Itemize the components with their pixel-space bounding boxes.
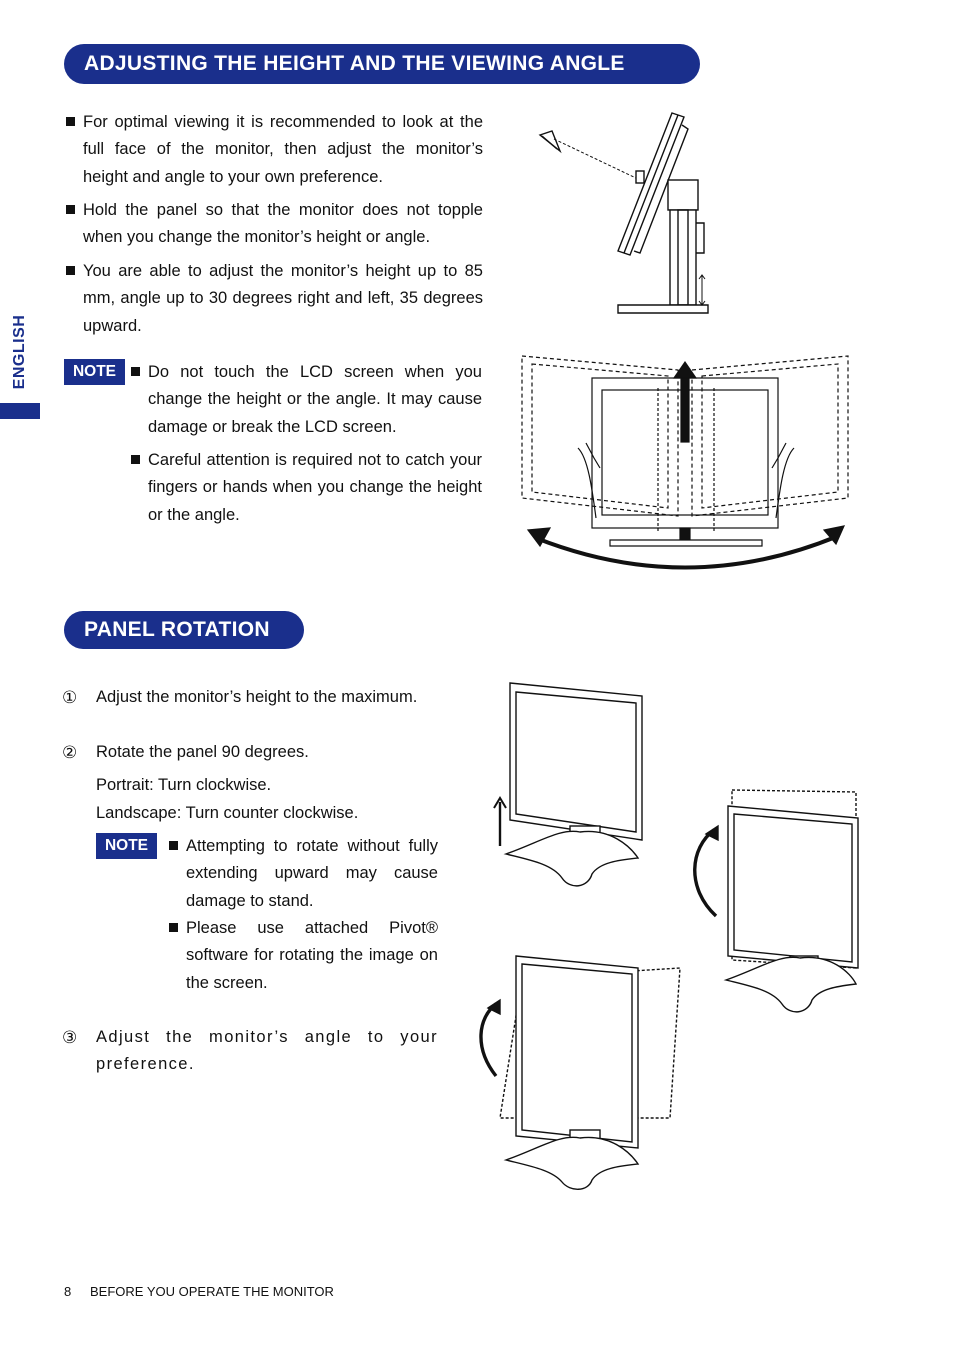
- note-badge-rotation: NOTE: [96, 833, 157, 859]
- language-tab-marker: [0, 403, 40, 419]
- bullet-adjust-range: You are able to adjust the monitor’s hei…: [66, 258, 483, 340]
- bullet-hold-panel: Hold the panel so that the monitor does …: [66, 197, 483, 252]
- section-title-panel-rotation: PANEL ROTATION: [64, 611, 304, 649]
- monitor-front-swivel-illustration: [521, 355, 849, 570]
- landscape-instruction: Landscape: Turn counter clockwise.: [96, 804, 359, 822]
- step-number-3: ③: [62, 1028, 78, 1047]
- step-number-2: ②: [62, 743, 78, 762]
- monitor-side-view-illustration: [538, 112, 709, 314]
- step-3-text: Adjust the monitor’s angle to your prefe…: [96, 1028, 438, 1074]
- note-pivot-software: Please use attached Pivot® software for …: [169, 915, 438, 997]
- step-number-1: ①: [62, 688, 78, 707]
- note-do-not-touch: Do not touch the LCD screen when you cha…: [131, 359, 482, 441]
- panel-rotation-illustration: [479, 682, 859, 1190]
- step-1-text: Adjust the monitor’s height to the maxim…: [96, 688, 418, 706]
- portrait-instruction: Portrait: Turn clockwise.: [96, 776, 272, 794]
- page-number: 8: [64, 1284, 72, 1299]
- note-careful-fingers: Careful attention is required not to cat…: [131, 447, 482, 529]
- section-title-height-angle: ADJUSTING THE HEIGHT AND THE VIEWING ANG…: [64, 44, 700, 84]
- note-rotate-warning: Attempting to rotate without fully exten…: [169, 833, 438, 915]
- bullet-optimal-viewing: For optimal viewing it is recommended to…: [66, 109, 483, 191]
- note-badge: NOTE: [64, 359, 125, 385]
- footer-text: BEFORE YOU OPERATE THE MONITOR: [90, 1284, 334, 1299]
- step-2-text: Rotate the panel 90 degrees.: [96, 743, 309, 761]
- language-tab-label: ENGLISH: [11, 314, 28, 390]
